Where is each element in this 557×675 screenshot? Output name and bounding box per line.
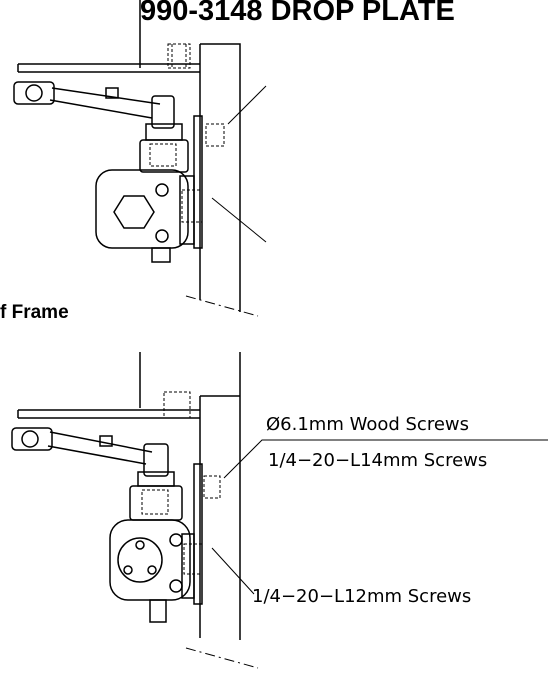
upper-centerline — [185, 295, 259, 317]
upper-arm — [49, 87, 161, 119]
upper-leader-1 — [227, 85, 267, 125]
upper-hidden-screws-plate — [205, 123, 225, 147]
upper-stem — [151, 95, 175, 129]
lower-pinion-hole-2 — [123, 565, 133, 575]
lower-view — [11, 352, 548, 669]
lower-pinion-housing — [117, 537, 163, 583]
upper-stem-collar — [145, 123, 183, 141]
upper-leader-2 — [211, 197, 267, 243]
lower-hidden-screws-plate — [203, 475, 221, 499]
upper-arm-roller — [13, 81, 55, 105]
lower-stem — [143, 443, 169, 477]
lower-drop-plate — [193, 463, 203, 605]
leader-12mm-screws — [211, 547, 255, 595]
callout-wood-screws: Ø6.1mm Wood Screws — [266, 414, 469, 435]
leader-wood-screws — [223, 439, 548, 479]
upper-arm-track — [17, 63, 200, 73]
upper-drop-plate — [193, 115, 203, 249]
callout-14mm-screws: 1/4−20−L14mm Screws — [268, 450, 487, 471]
callout-12mm-screws: 1/4−20−L12mm Screws — [252, 586, 471, 607]
lower-frame-jamb — [199, 395, 240, 638]
upper-mount-bracket — [179, 175, 195, 245]
section-label: f Frame — [0, 302, 69, 323]
lower-closer-bolt-2 — [169, 579, 183, 593]
upper-hidden-screw-bracket — [181, 189, 203, 223]
lower-closer-foot — [149, 599, 167, 623]
lower-closer-body — [109, 519, 191, 601]
upper-valve-body — [139, 139, 189, 173]
upper-closer-bolt-2 — [155, 229, 169, 243]
lower-pinion-hole-3 — [147, 565, 157, 575]
lower-closer-bolt — [169, 533, 183, 547]
upper-hidden-screw-valve — [149, 143, 177, 167]
lower-arm-clip — [99, 435, 113, 447]
upper-closer-foot — [151, 247, 171, 263]
lower-hidden-screw-valve — [141, 489, 169, 515]
upper-header-outline — [139, 0, 241, 312]
lower-header-outline — [139, 352, 241, 640]
lower-pinion-hole — [135, 540, 145, 550]
upper-arm-clip — [105, 87, 119, 99]
lower-valve-body — [129, 485, 183, 521]
lower-centerline — [185, 647, 259, 669]
upper-hex-nut — [113, 195, 155, 229]
upper-closer-bolt — [155, 183, 169, 197]
drawing-title: 990-3148 DROP PLATE — [140, 0, 455, 27]
upper-closer-body — [95, 169, 189, 249]
lower-arm-roller — [11, 427, 53, 451]
lower-hidden-screws-header — [163, 391, 191, 419]
upper-view — [13, 0, 267, 317]
lower-arm-track — [17, 409, 200, 419]
lower-arm — [47, 431, 153, 465]
